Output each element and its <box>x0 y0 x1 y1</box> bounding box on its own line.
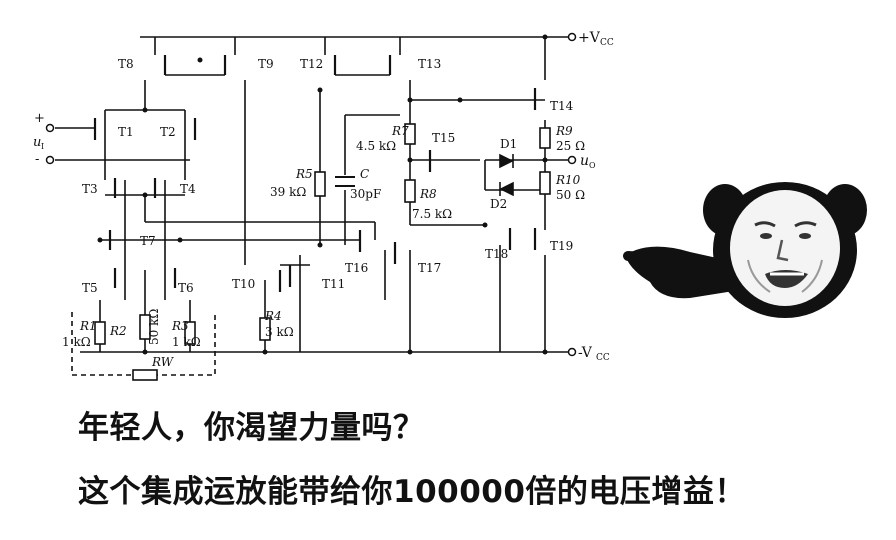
r7-name: R7 <box>391 124 409 138</box>
d2-label: D2 <box>490 197 507 211</box>
r8-value: 7.5 kΩ <box>412 207 452 221</box>
r1-name: R1 <box>79 319 97 333</box>
t14-label: T14 <box>550 99 574 113</box>
t2-label: T2 <box>160 125 176 139</box>
vcc-negative-label: -V <box>578 345 593 361</box>
r10-name: R10 <box>555 173 581 187</box>
r5-value: 39 kΩ <box>270 185 306 199</box>
input-label: u <box>33 135 41 150</box>
capacitor-name: C <box>360 167 369 181</box>
capacitor-value: 30pF <box>350 187 381 201</box>
t4-label: T4 <box>180 182 196 196</box>
t5-label: T5 <box>82 281 98 295</box>
r1-value: 1 kΩ <box>62 335 91 349</box>
vcc-positive-label: +V <box>578 30 601 46</box>
panda-face-pointing-icon <box>623 182 867 318</box>
t3-label: T3 <box>82 182 98 196</box>
output-label: u <box>580 153 589 169</box>
r4-name: R4 <box>264 309 282 323</box>
r9-name: R9 <box>555 124 573 138</box>
r3-value: 1 kΩ <box>172 335 201 349</box>
t19-label: T19 <box>550 239 573 253</box>
r10-value: 50 Ω <box>556 188 585 202</box>
caption-line-1: 年轻人，你渴望力量吗？ <box>78 410 425 446</box>
output-sub: O <box>589 161 596 170</box>
r7-value: 4.5 kΩ <box>356 139 396 153</box>
input-minus-label: - <box>35 152 39 167</box>
t17-label: T17 <box>418 261 441 275</box>
op-amp-circuit-diagram: +V CC -V CC u O + u I - T1 T2 T3 T4 T5 T… <box>33 30 614 381</box>
vcc-negative-sub: CC <box>596 353 610 363</box>
r2-name: R2 <box>109 324 127 338</box>
t18-label: T18 <box>485 247 508 261</box>
r9-value: 25 Ω <box>556 139 585 153</box>
t15-label: T15 <box>432 131 455 145</box>
t13-label: T13 <box>418 57 441 71</box>
r2-value: 50 kΩ <box>147 309 161 345</box>
r5-name: R5 <box>295 167 313 181</box>
r3-name: R3 <box>171 319 189 333</box>
t1-label: T1 <box>118 125 134 139</box>
rw-name: RW <box>151 355 175 369</box>
input-sub: I <box>41 142 44 151</box>
t11-label: T11 <box>322 277 345 291</box>
d1-label: D1 <box>500 137 517 151</box>
t6-label: T6 <box>178 281 194 295</box>
t10-label: T10 <box>232 277 255 291</box>
r4-value: 3 kΩ <box>265 325 294 339</box>
t9-label: T9 <box>258 57 274 71</box>
t7-label: T7 <box>140 234 156 248</box>
t12-label: T12 <box>300 57 323 71</box>
r8-name: R8 <box>419 187 437 201</box>
vcc-positive-sub: CC <box>600 38 614 48</box>
caption-line-2: 这个集成运放能带给你100000倍的电压增益！ <box>78 474 746 510</box>
t8-label: T8 <box>118 57 134 71</box>
t16-label: T16 <box>345 261 368 275</box>
input-plus-label: + <box>34 111 45 126</box>
